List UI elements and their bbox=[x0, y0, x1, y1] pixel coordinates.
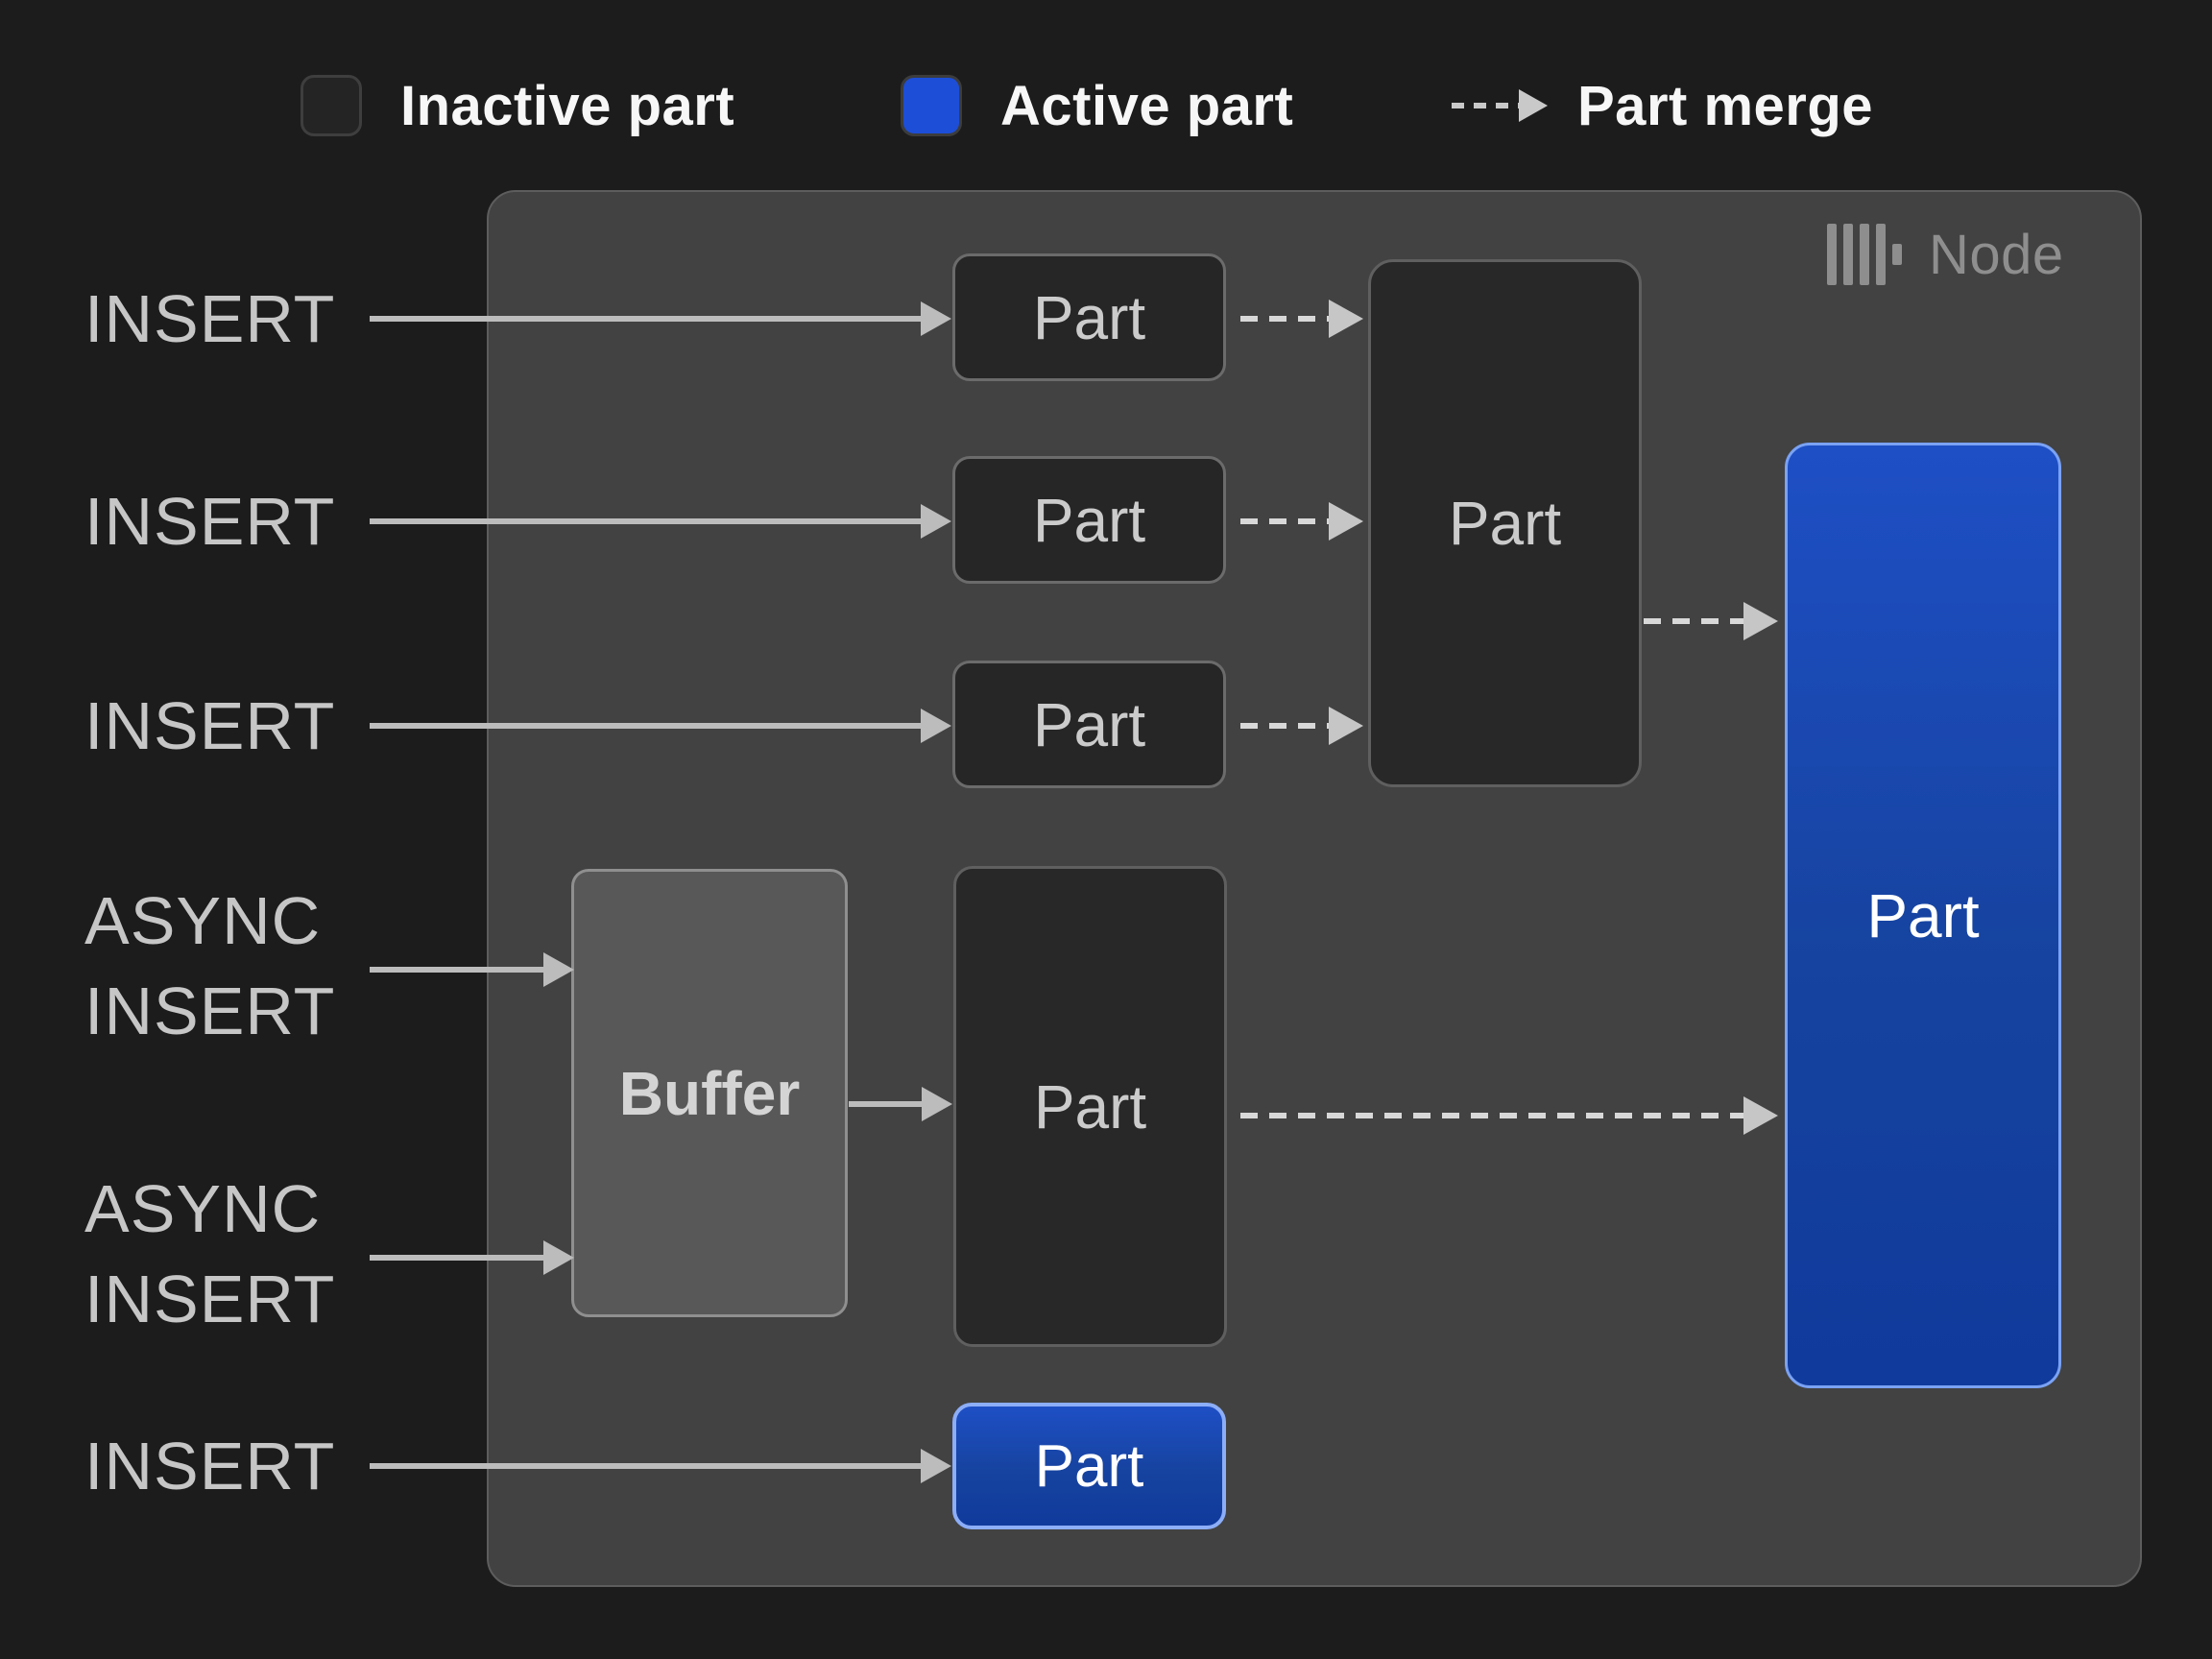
legend-inactive-label: Inactive part bbox=[400, 74, 735, 137]
async-line-1: ASYNC bbox=[84, 883, 322, 958]
clickhouse-logo-icon bbox=[1827, 224, 1902, 285]
buffered-part-box: Part bbox=[953, 866, 1227, 1347]
arrow-shaft bbox=[1452, 103, 1519, 108]
part-label: Part bbox=[1032, 282, 1146, 352]
merged-part-box: Part bbox=[1368, 259, 1642, 787]
async-line-2: INSERT bbox=[84, 974, 336, 1048]
insert-arrow-1 bbox=[370, 296, 951, 342]
buffered-to-active-arrow bbox=[1240, 1093, 1778, 1139]
buffer-box: Buffer bbox=[571, 869, 848, 1317]
insert-arrow-3 bbox=[370, 703, 951, 749]
insert-label-3: INSERT bbox=[84, 688, 336, 763]
part-label: Part bbox=[1032, 485, 1146, 555]
buffer-to-part-arrow bbox=[849, 1081, 952, 1127]
part-label: Part bbox=[1032, 689, 1146, 759]
inactive-part-box-3: Part bbox=[952, 661, 1226, 788]
node-label: Node bbox=[1929, 223, 2064, 286]
merge-arrow-2 bbox=[1240, 498, 1363, 544]
part-label: Part bbox=[1034, 1432, 1144, 1500]
async-insert-label-1: ASYNC INSERT bbox=[84, 876, 335, 1056]
merge-arrow-3 bbox=[1240, 703, 1363, 749]
part-label: Part bbox=[1033, 1071, 1147, 1142]
insert-label-2: INSERT bbox=[84, 484, 336, 559]
part-merge-arrow-icon bbox=[1452, 83, 1548, 129]
async-insert-arrow-2 bbox=[370, 1235, 574, 1281]
async-line-2: INSERT bbox=[84, 1262, 336, 1336]
async-insert-arrow-1 bbox=[370, 947, 574, 993]
merge-arrow-1 bbox=[1240, 296, 1363, 342]
buffer-label: Buffer bbox=[618, 1058, 801, 1128]
arrow-head bbox=[1519, 89, 1548, 122]
merged-to-active-arrow bbox=[1644, 598, 1778, 644]
insert-arrow-2 bbox=[370, 498, 951, 544]
legend-inactive-swatch bbox=[301, 75, 362, 136]
legend-merge-label: Part merge bbox=[1577, 74, 1874, 137]
part-label: Part bbox=[1866, 880, 1980, 950]
insert-label-4: INSERT bbox=[84, 1429, 336, 1503]
async-insert-label-2: ASYNC INSERT bbox=[84, 1164, 335, 1344]
inactive-part-box-1: Part bbox=[952, 253, 1226, 381]
insert-label-1: INSERT bbox=[84, 281, 336, 356]
node-header: Node bbox=[1827, 223, 2064, 286]
async-line-1: ASYNC bbox=[84, 1171, 322, 1246]
legend-active-swatch bbox=[901, 75, 962, 136]
part-label: Part bbox=[1448, 489, 1562, 558]
active-part-box-small: Part bbox=[952, 1403, 1226, 1529]
active-part-box-large: Part bbox=[1785, 443, 2061, 1388]
insert-arrow-4 bbox=[370, 1443, 951, 1489]
legend-active-label: Active part bbox=[1000, 74, 1294, 137]
inactive-part-box-2: Part bbox=[952, 456, 1226, 584]
